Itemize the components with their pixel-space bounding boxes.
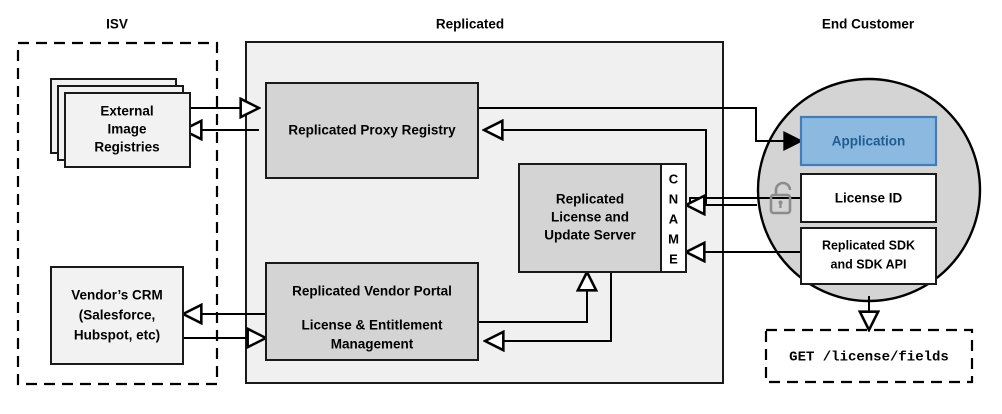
replicated-sdk-label-line2: and SDK API: [831, 257, 907, 271]
cname-strip: [660, 163, 687, 273]
license-server-label-line3: Update Server: [544, 228, 636, 243]
license-id-node[interactable]: License ID: [800, 173, 937, 223]
vendor-crm-node[interactable]: Vendor’s CRM (Salesforce, Hubspot, etc): [50, 266, 184, 365]
license-id-label: License ID: [835, 191, 903, 206]
registries-label-line2: Image: [107, 122, 147, 137]
vendor-crm-label-line1: Vendor’s CRM: [71, 288, 163, 303]
license-id-box: [800, 173, 937, 223]
vendor-portal-box: [265, 262, 479, 361]
api-call-box: [764, 328, 974, 384]
cname-letter-m: M: [668, 231, 679, 246]
vendor-crm-label-line2: (Salesforce,: [79, 308, 156, 323]
edge-proxy-to-application: [477, 107, 801, 141]
replicated-sdk-label-line1: Replicated SDK: [822, 238, 915, 252]
cname-letter-e: E: [669, 251, 678, 266]
edge-application-to-proxy: [484, 130, 757, 206]
replicated-sdk-node[interactable]: Replicated SDK and SDK API: [800, 227, 937, 285]
group-title-replicated: Replicated: [436, 17, 504, 32]
group-title-end-customer: End Customer: [822, 17, 915, 32]
registries-label-line3: Registries: [94, 140, 159, 155]
license-server-label-line1: Replicated: [556, 192, 624, 207]
application-label: Application: [832, 134, 906, 149]
cname-letter-c: C: [669, 171, 679, 186]
api-call-label: GET /license/fields: [789, 350, 949, 366]
group-title-isv: ISV: [106, 17, 128, 32]
external-image-registries-node[interactable]: External Image Registries: [50, 78, 191, 168]
vendor-crm-box: [50, 266, 184, 365]
vendor-portal-label-line1: Replicated Vendor Portal: [292, 284, 452, 299]
vendor-portal-node[interactable]: Replicated Vendor Portal License & Entit…: [265, 262, 479, 361]
vendor-portal-label-line3: License & Entitlement: [301, 318, 443, 333]
edge-portal-to-server: [478, 272, 587, 323]
vendor-portal-label-line4: Management: [331, 337, 414, 352]
replicated-sdk-box: [800, 227, 937, 285]
registries-label-line1: External: [100, 104, 153, 119]
cname-letter-n: N: [669, 191, 678, 206]
edge-server-to-portal: [485, 272, 612, 341]
proxy-registry-node[interactable]: Replicated Proxy Registry: [265, 82, 479, 179]
application-box: [799, 115, 938, 167]
unlocked-padlock-icon: [769, 181, 792, 215]
vendor-crm-label-line3: Hubspot, etc): [74, 328, 160, 343]
license-server-label-line2: License and: [551, 210, 629, 225]
isv-region: [16, 41, 219, 386]
proxy-registry-box: [265, 82, 479, 179]
edge-license-id-to-server: [686, 198, 800, 205]
edge-layer: [183, 108, 869, 341]
cname-letter-a: A: [669, 211, 679, 226]
api-call-node[interactable]: GET /license/fields: [764, 328, 974, 384]
proxy-registry-label: Replicated Proxy Registry: [288, 123, 456, 138]
registry-stack-front: [64, 92, 191, 168]
license-update-server-node[interactable]: Replicated License and Update Server C N…: [518, 163, 687, 273]
application-node[interactable]: Application: [799, 115, 938, 167]
